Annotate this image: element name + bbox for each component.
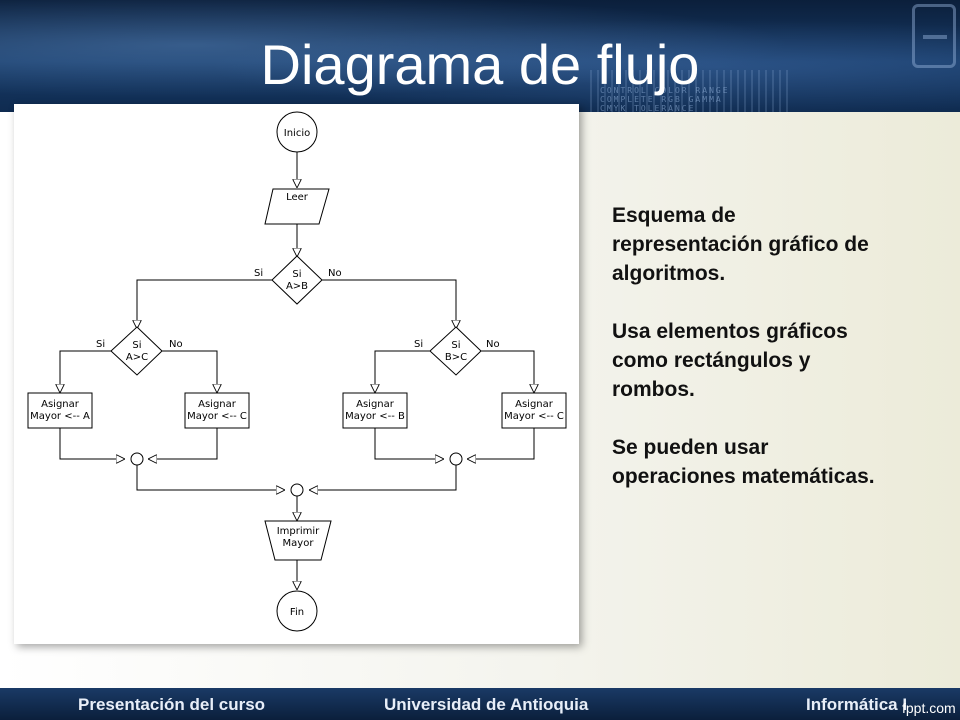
edge-right-no — [481, 350, 534, 392]
decision-main-line2: A>B — [286, 281, 308, 292]
decision-right-line1: Si — [451, 340, 460, 351]
edge-assign-b-merge — [374, 428, 443, 459]
bullet-3: Se pueden usar operaciones matemáticas. — [612, 436, 875, 488]
assign-a-node: Asignar Mayor <-- A — [27, 392, 93, 429]
decision-left: Si A>C Si No — [96, 326, 183, 376]
edge-right-yes — [375, 350, 430, 392]
assign-b-line1: Asignar — [356, 399, 395, 410]
corner-logo-icon — [912, 4, 956, 68]
decision-main: Si A>B Si No — [254, 255, 342, 305]
decision-main-line1: Si — [292, 269, 301, 280]
assign-c-left-line1: Asignar — [198, 399, 237, 410]
assign-a-line1: Asignar — [41, 399, 80, 410]
read-label: Leer — [286, 192, 309, 203]
edge-assign-c-right-merge — [468, 428, 535, 459]
flowchart-panel: Inicio Leer Si A>B Si No Si A>C Si — [14, 104, 579, 644]
assign-b-node: Asignar Mayor <-- B — [342, 392, 408, 429]
decision-left-line1: Si — [132, 340, 141, 351]
merge-main — [290, 483, 304, 497]
decision-main-no: No — [328, 268, 342, 279]
assign-c-left-node: Asignar Mayor <-- C — [184, 392, 250, 429]
footer-center: Universidad de Antioquia — [384, 695, 589, 714]
edge-assign-a-merge — [59, 428, 124, 459]
assign-c-right-line1: Asignar — [515, 399, 554, 410]
end-node: Fin — [276, 590, 318, 632]
decision-right-no: No — [486, 339, 500, 350]
start-node: Inicio — [276, 111, 318, 153]
read-node: Leer — [264, 188, 330, 225]
bullet-1: Esquema de representación gráfico de alg… — [612, 204, 869, 285]
edge-main-yes — [137, 279, 272, 328]
print-node: Imprimir Mayor — [264, 520, 332, 561]
decision-left-line2: A>C — [126, 352, 148, 363]
decor-line-2: COMPLETE RGB GAMMA — [600, 95, 723, 104]
slide-title: Diagrama de flujo — [260, 33, 700, 96]
merge-right — [449, 452, 463, 466]
watermark: fppt.com — [902, 700, 956, 716]
merge-left — [130, 452, 144, 466]
description-text: Esquema de representación gráfico de alg… — [612, 201, 942, 520]
header-decor-lines — [590, 70, 790, 112]
decor-line-1: CONTROL COLOR RANGE — [600, 86, 730, 95]
decision-left-no: No — [169, 339, 183, 350]
assign-a-line2: Mayor <-- A — [30, 411, 90, 422]
assign-c-right-line2: Mayor <-- C — [504, 411, 564, 422]
edge-right-to-main-merge — [310, 465, 457, 490]
edge-left-to-main-merge — [136, 465, 284, 490]
print-line2: Mayor — [283, 538, 315, 549]
flowchart: Inicio Leer Si A>B Si No Si A>C Si — [27, 111, 567, 632]
print-line1: Imprimir — [277, 526, 320, 537]
header-decor-text: CONTROL COLOR RANGE COMPLETE RGB GAMMA C… — [600, 86, 730, 113]
assign-c-left-line2: Mayor <-- C — [187, 411, 247, 422]
decision-left-yes: Si — [96, 339, 105, 350]
bullet-2: Usa elementos gráficos como rectángulos … — [612, 320, 848, 401]
edge-main-no — [322, 279, 456, 328]
decision-right: Si B>C Si No — [414, 326, 500, 376]
decor-line-3: CMYK TOLERANCE — [600, 104, 696, 113]
end-label: Fin — [290, 607, 304, 618]
header-glow — [0, 0, 960, 112]
edge-left-yes — [60, 350, 111, 392]
footer-left: Presentación del curso — [78, 695, 266, 714]
decision-main-yes: Si — [254, 268, 263, 279]
edge-left-no — [162, 350, 217, 392]
decision-right-line2: B>C — [445, 352, 467, 363]
footer-right: Informática I — [806, 695, 908, 714]
start-label: Inicio — [284, 128, 310, 139]
decision-right-yes: Si — [414, 339, 423, 350]
assign-b-line2: Mayor <-- B — [345, 411, 405, 422]
edge-assign-c-left-merge — [149, 428, 218, 459]
footer-bar — [0, 688, 960, 720]
assign-c-right-node: Asignar Mayor <-- C — [501, 392, 567, 429]
header-background — [0, 0, 960, 112]
